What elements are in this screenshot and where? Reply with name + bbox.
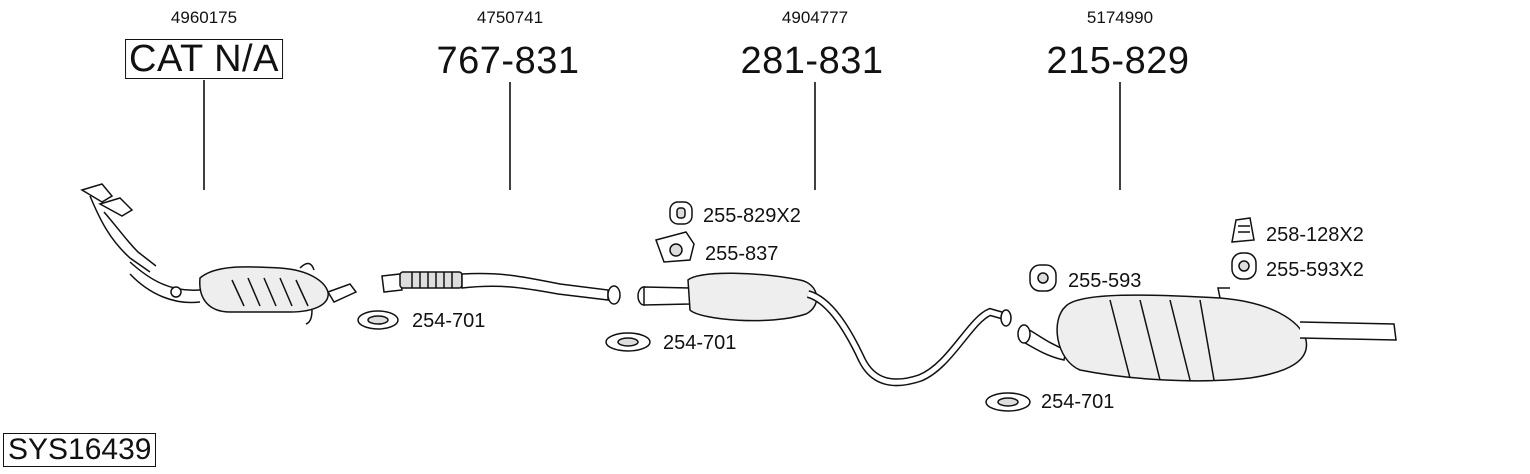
- front-pipe-part: [381, 271, 621, 305]
- accessory-label-clamp-2[interactable]: 254-701: [663, 332, 737, 354]
- clamp-icon-3: [985, 392, 1031, 412]
- rubber-ring-icon-1: [1029, 264, 1057, 292]
- rubber-ring-icon-2: [1231, 252, 1257, 280]
- accessory-label-clamp-1[interactable]: 254-701: [412, 310, 486, 332]
- part-number-cat[interactable]: CAT N/A: [125, 39, 283, 79]
- part-number-215[interactable]: 215-829: [1046, 40, 1190, 82]
- accessory-label-ring-2[interactable]: 255-593X2: [1266, 259, 1364, 281]
- accessory-label-clip-1[interactable]: 258-128X2: [1266, 224, 1364, 246]
- middle-silencer-part: [637, 272, 1012, 387]
- part-number-767[interactable]: 767-831: [436, 40, 580, 82]
- clamp-icon-2: [605, 332, 651, 352]
- accessory-label-hanger-1[interactable]: 255-829X2: [703, 205, 801, 227]
- rear-silencer-part: [1017, 287, 1397, 382]
- accessory-label-bracket-1[interactable]: 255-837: [705, 243, 779, 265]
- clamp-icon-1: [357, 310, 399, 330]
- oem-number-281: 4904777: [781, 8, 849, 27]
- catalyst-part: [80, 183, 358, 325]
- oem-number-215: 5174990: [1086, 8, 1154, 27]
- bracket-icon-1: [655, 231, 695, 263]
- part-number-281[interactable]: 281-831: [740, 40, 884, 82]
- system-code: SYS16439: [3, 433, 157, 467]
- accessory-label-clamp-3[interactable]: 254-701: [1041, 391, 1115, 413]
- clip-icon-1: [1231, 217, 1255, 243]
- oem-number-767: 4750741: [476, 8, 544, 27]
- oem-number-cat: 4960175: [170, 8, 238, 27]
- rubber-hanger-icon-1: [669, 201, 693, 225]
- accessory-label-ring-1[interactable]: 255-593: [1068, 270, 1142, 292]
